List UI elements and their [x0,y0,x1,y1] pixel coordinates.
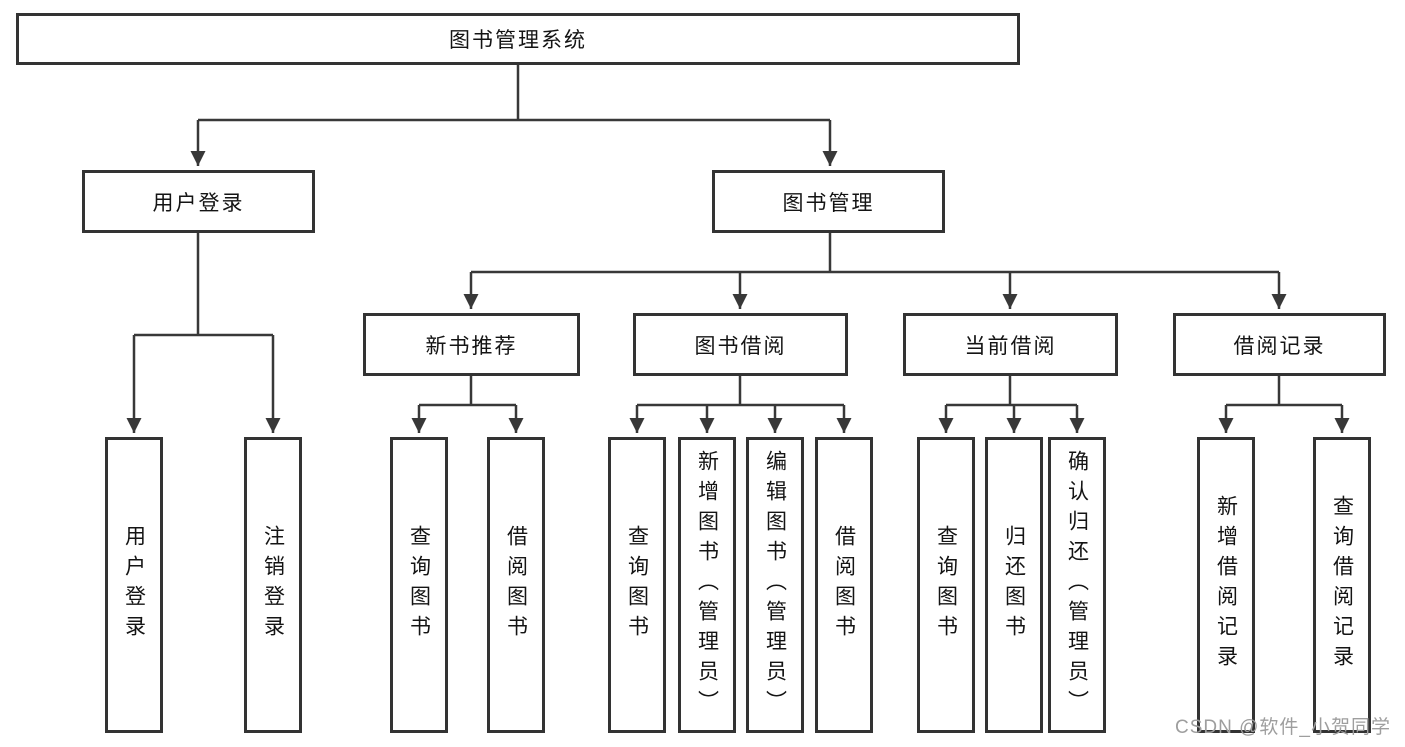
node-label: 图书管理 [782,191,875,215]
wire-current-borrow-branch [946,376,1077,407]
node-label: 当前借阅 [964,334,1057,358]
leaf-label: 查询图书 [625,525,649,645]
leaf-label: 查询图书 [407,525,431,645]
wire-borrow-records-branch [1226,376,1342,407]
leaf-query-books-1: 查询图书 [390,437,448,733]
node-user-login: 用户登录 [82,170,315,233]
node-label: 图书管理系统 [449,29,587,52]
leaf-label: 查询图书 [934,525,958,645]
wire-book-borrow-branch [637,376,844,407]
node-book-borrow: 图书借阅 [633,313,848,376]
leaf-label: 新增图书（管理员） [695,450,719,720]
node-current-borrow: 当前借阅 [903,313,1118,376]
leaf-add-borrow-record: 新增借阅记录 [1197,437,1255,733]
leaf-label: 用户登录 [122,525,146,645]
leaf-logout: 注销登录 [244,437,302,733]
leaf-edit-book-admin: 编辑图书（管理员） [746,437,804,733]
leaf-return-book: 归还图书 [985,437,1043,733]
csdn-watermark: CSDN @软件_小贺同学 [1175,717,1391,738]
leaf-label: 编辑图书（管理员） [763,450,787,720]
leaf-add-book-admin: 新增图书（管理员） [678,437,736,733]
leaf-label: 借阅图书 [504,525,528,645]
leaf-label: 新增借阅记录 [1214,495,1238,675]
leaf-borrow-books-2: 借阅图书 [815,437,873,733]
leaf-user-login: 用户登录 [105,437,163,733]
wire-new-book-branch [419,376,516,407]
node-label: 借阅记录 [1233,334,1326,358]
leaf-query-borrow-record: 查询借阅记录 [1313,437,1371,733]
node-borrow-records: 借阅记录 [1173,313,1386,376]
leaf-borrow-books-1: 借阅图书 [487,437,545,733]
leaf-label: 借阅图书 [832,525,856,645]
node-label: 图书借阅 [694,334,787,358]
node-new-book-recommend: 新书推荐 [363,313,580,376]
node-book-management: 图书管理 [712,170,945,233]
leaf-query-books-3: 查询图书 [917,437,975,733]
wire-book-management-trunk [471,233,1279,274]
wire-user-login-trunk [134,233,273,337]
node-library-management-system: 图书管理系统 [16,13,1020,65]
leaf-query-books-2: 查询图书 [608,437,666,733]
node-label: 用户登录 [152,191,245,215]
leaf-label: 归还图书 [1002,525,1026,645]
node-label: 新书推荐 [425,334,518,358]
wire-root-trunk [198,65,830,122]
leaf-label: 确认归还（管理员） [1065,450,1089,720]
leaf-label: 注销登录 [261,525,285,645]
leaf-confirm-return-admin: 确认归还（管理员） [1048,437,1106,733]
leaf-label: 查询借阅记录 [1330,495,1354,675]
